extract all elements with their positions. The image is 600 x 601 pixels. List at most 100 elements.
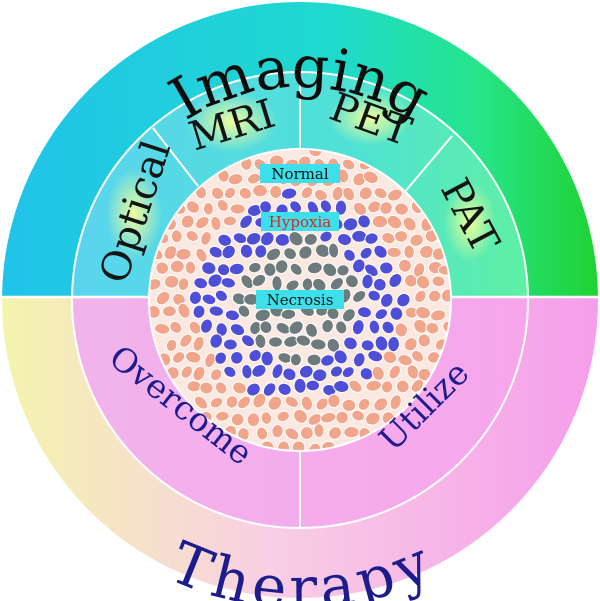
normal-cell <box>381 231 396 245</box>
normal-cell <box>269 184 283 199</box>
hypoxic-cell <box>221 244 236 260</box>
hypoxic-cell <box>201 293 217 306</box>
hypoxic-cell <box>230 351 244 365</box>
normal-cell <box>427 289 442 303</box>
normal-cell <box>177 277 190 292</box>
normal-cell <box>342 186 356 202</box>
hypoxic-cell <box>396 292 411 308</box>
normal-cell <box>155 290 171 306</box>
normal-cell <box>417 333 432 348</box>
normal-cell <box>185 200 200 214</box>
normal-cell <box>169 320 183 334</box>
normal-cell <box>440 288 450 303</box>
zone-label-normal-box <box>260 164 340 183</box>
necrotic-cell <box>254 333 267 349</box>
necrotic-cell <box>248 261 262 274</box>
hypoxic-cell <box>289 200 303 214</box>
normal-cell <box>162 305 177 318</box>
normal-cell <box>229 203 246 215</box>
hypoxic-cell <box>367 289 381 302</box>
normal-cell <box>209 396 224 409</box>
hypoxic-cell <box>341 366 355 379</box>
hypoxic-cell <box>201 261 217 275</box>
normal-cell <box>222 215 237 227</box>
normal-cell <box>165 338 178 353</box>
normal-cell <box>409 233 424 247</box>
normal-cell <box>192 335 205 352</box>
normal-cell <box>413 262 426 278</box>
hypoxic-cell <box>343 248 356 262</box>
necrotic-cell <box>306 353 322 367</box>
normal-cell <box>335 410 349 425</box>
normal-cell <box>232 381 247 395</box>
normal-cell <box>193 395 209 410</box>
normal-cell <box>175 247 192 261</box>
hypoxic-cell <box>343 336 358 351</box>
normal-cell <box>215 410 230 422</box>
normal-cell <box>341 158 356 171</box>
hypoxic-cell <box>360 339 375 352</box>
normal-cell <box>411 349 424 363</box>
necrotic-cell <box>237 304 251 318</box>
normal-cell <box>362 170 379 185</box>
hypoxic-cell <box>322 384 337 397</box>
hypoxic-cell <box>389 306 404 321</box>
normal-cell <box>413 318 428 334</box>
normal-cell <box>271 424 284 439</box>
necrotic-cell <box>329 277 344 291</box>
normal-cell <box>210 215 222 232</box>
normal-cell <box>402 216 417 232</box>
normal-cell <box>389 394 402 411</box>
normal-cell <box>299 426 314 440</box>
normal-cell <box>394 202 409 216</box>
normal-cell <box>195 215 210 230</box>
normal-cell <box>260 411 273 425</box>
hypoxic-cell <box>357 214 371 229</box>
hypoxic-cell <box>214 289 228 302</box>
hypoxic-cell <box>374 335 389 352</box>
hypoxic-cell <box>357 306 372 319</box>
hypoxic-cell <box>192 304 206 319</box>
hypoxic-cell <box>333 380 350 393</box>
necrotic-cell <box>322 262 338 278</box>
normal-cell <box>403 337 418 352</box>
hypoxic-cell <box>359 246 373 260</box>
normal-cell <box>276 440 290 450</box>
normal-cell <box>414 289 427 304</box>
hypoxic-cell <box>387 336 400 353</box>
hypoxic-cell <box>336 232 353 247</box>
normal-cell <box>397 258 412 273</box>
hypoxic-cell <box>319 230 333 243</box>
hypoxic-cell <box>209 333 224 349</box>
normal-cell <box>404 273 418 288</box>
normal-cell <box>230 412 245 427</box>
hypoxic-cell <box>254 244 268 259</box>
optical-glow <box>106 168 162 260</box>
normal-cell <box>395 379 410 394</box>
normal-cell <box>358 186 373 201</box>
necrotic-cell <box>280 308 297 321</box>
hypoxic-cell <box>282 367 297 382</box>
necrotic-cell <box>335 320 348 335</box>
hypoxic-cell <box>251 363 267 378</box>
normal-cell <box>300 186 314 200</box>
hypoxic-cell <box>368 319 381 335</box>
normal-cell <box>185 230 199 242</box>
mri-glow <box>186 92 278 152</box>
normal-cell <box>192 365 206 382</box>
normal-cell <box>371 214 389 229</box>
normal-cell <box>382 350 398 365</box>
normal-cell <box>379 201 393 215</box>
normal-cell <box>315 397 329 411</box>
necrotic-cell <box>328 242 340 259</box>
necrotic-cell <box>336 264 350 277</box>
normal-cell <box>293 408 308 424</box>
zone-label-normal-text: Normal <box>271 165 328 183</box>
normal-cell <box>328 426 342 440</box>
normal-cell <box>373 187 388 200</box>
necrotic-cell <box>274 259 289 274</box>
normal-cell <box>252 392 267 409</box>
normal-cell <box>179 333 193 348</box>
normal-cell <box>172 351 186 364</box>
necrotic-cell <box>310 338 327 351</box>
